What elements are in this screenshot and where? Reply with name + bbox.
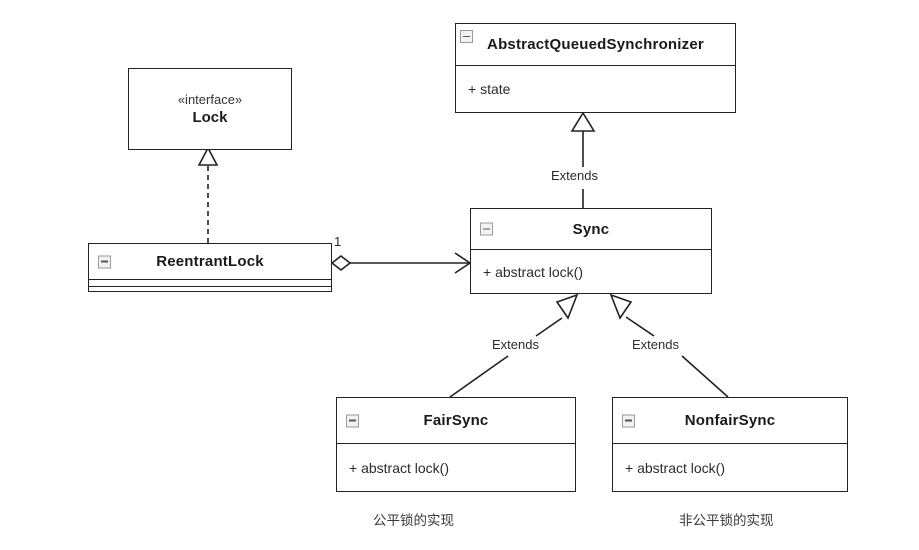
minus-square-icon[interactable] — [460, 30, 473, 43]
caption-nonfair-lock: 非公平锁的实现 — [679, 513, 774, 529]
reentrantlock-operations-compartment — [89, 286, 331, 293]
sync-member-lock: + abstract lock() — [483, 263, 583, 280]
multiplicity-label-reentrantlock-sync: 1 — [334, 234, 342, 249]
nonfairsync-member-lock: + abstract lock() — [625, 459, 725, 476]
fairsync-operations-compartment: + abstract lock() — [337, 443, 575, 491]
class-box-reentrantlock[interactable]: ReentrantLock — [88, 243, 332, 292]
nonfairsync-operations-compartment: + abstract lock() — [613, 443, 847, 491]
lock-class-name: Lock — [192, 109, 228, 126]
edge-reentrantlock-realizes-lock — [197, 146, 219, 243]
class-box-nonfairsync[interactable]: NonfairSync + abstract lock() — [612, 397, 848, 492]
edge-label-sync-extends-aqs: Extends — [548, 168, 601, 183]
nonfairsync-title-compartment: NonfairSync — [613, 398, 847, 443]
class-box-fairsync[interactable]: FairSync + abstract lock() — [336, 397, 576, 492]
minus-square-icon[interactable] — [622, 414, 635, 427]
nonfairsync-class-name: NonfairSync — [684, 412, 776, 429]
edge-label-fairsync-extends-sync: Extends — [489, 337, 542, 352]
lock-title-compartment: «interface» Lock — [129, 69, 291, 149]
edge-sync-extends-aqs — [570, 111, 596, 208]
reentrantlock-title-compartment: ReentrantLock — [89, 244, 331, 279]
aqs-class-name: AbstractQueuedSynchronizer — [487, 36, 704, 53]
aqs-attributes-compartment: + state — [456, 65, 735, 112]
edge-fairsync-extends-sync — [449, 293, 579, 398]
edge-reentrantlock-aggregates-sync — [330, 252, 472, 274]
edge-label-nonfairsync-extends-sync: Extends — [629, 337, 682, 352]
class-box-abstractqueuedsynchronizer[interactable]: AbstractQueuedSynchronizer + state — [455, 23, 736, 113]
aqs-member-state: + state — [468, 81, 511, 97]
fairsync-title-compartment: FairSync — [337, 398, 575, 443]
sync-title-compartment: Sync — [471, 209, 711, 249]
reentrantlock-attributes-compartment — [89, 279, 331, 286]
sync-class-name: Sync — [572, 220, 610, 238]
class-box-lock[interactable]: «interface» Lock — [128, 68, 292, 150]
minus-square-icon[interactable] — [346, 414, 359, 427]
fairsync-member-lock: + abstract lock() — [349, 459, 449, 476]
sync-operations-compartment: + abstract lock() — [471, 249, 711, 293]
lock-stereotype: «interface» — [177, 92, 243, 107]
minus-square-icon[interactable] — [98, 255, 111, 268]
reentrantlock-class-name: ReentrantLock — [156, 253, 264, 270]
caption-fair-lock: 公平锁的实现 — [373, 513, 454, 529]
minus-square-icon[interactable] — [480, 222, 493, 236]
aqs-title-compartment: AbstractQueuedSynchronizer — [456, 24, 735, 65]
class-box-sync[interactable]: Sync + abstract lock() — [470, 208, 712, 294]
edge-nonfairsync-extends-sync — [609, 293, 729, 398]
fairsync-class-name: FairSync — [423, 412, 489, 429]
